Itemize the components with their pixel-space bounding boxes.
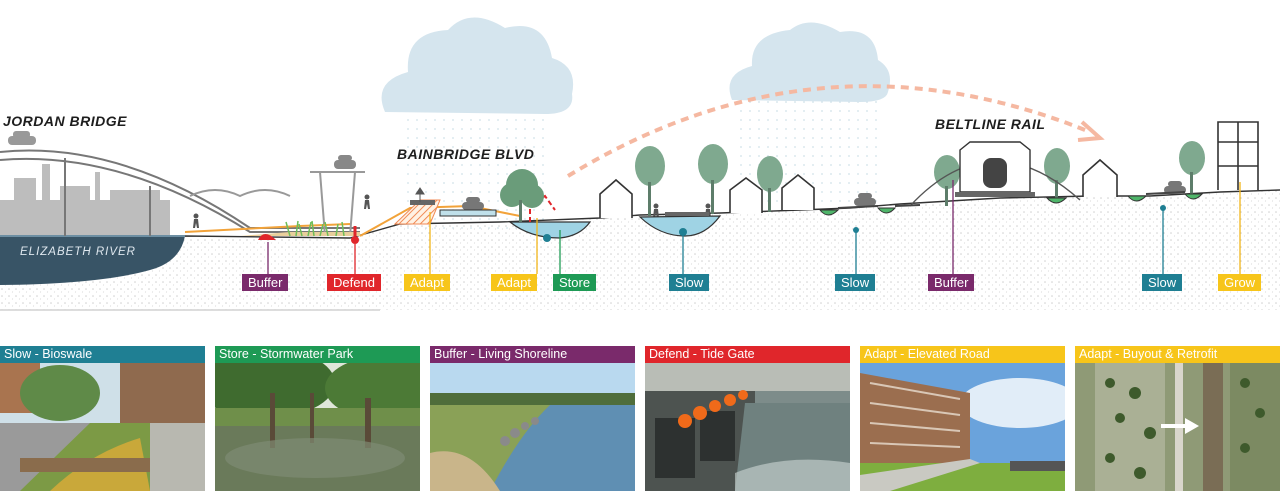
photo-tide-gate <box>645 363 850 491</box>
strategy-tag: Buffer <box>242 274 288 291</box>
photo-title: Store - Stormwater Park <box>215 346 420 363</box>
photo-card-stormwater-park: Store - Stormwater Park <box>215 346 420 491</box>
photo-card-living-shoreline: Buffer - Living Shoreline <box>430 346 635 491</box>
photo-title: Defend - Tide Gate <box>645 346 850 363</box>
photo-title: Adapt - Elevated Road <box>860 346 1065 363</box>
photo-title: Adapt - Buyout & Retrofit <box>1075 346 1280 363</box>
car-icon <box>8 131 36 145</box>
photo-elevated-road <box>860 363 1065 491</box>
strategy-tag: Adapt <box>491 274 537 291</box>
strategy-tag: Slow <box>669 274 709 291</box>
photo-card-tide-gate: Defend - Tide Gate <box>645 346 850 491</box>
label-bainbridge-blvd: BAINBRIDGE BLVD <box>397 146 534 162</box>
photo-buyout-retrofit <box>1075 363 1280 491</box>
strategy-tag: Defend <box>327 274 381 291</box>
strategy-tag: Adapt <box>404 274 450 291</box>
photo-bioswale <box>0 363 205 491</box>
photo-title: Slow - Bioswale <box>0 346 205 363</box>
photo-card-bioswale: Slow - Bioswale <box>0 346 205 491</box>
strategy-tag: Buffer <box>928 274 974 291</box>
photo-stormwater-park <box>215 363 420 491</box>
car-icon <box>334 155 356 169</box>
strategy-tag: Grow <box>1218 274 1261 291</box>
photo-strip: Slow - Bioswale Store - Stormwater Park <box>0 346 1280 491</box>
strategy-tag: Store <box>553 274 596 291</box>
label-beltline-rail: BELTLINE RAIL <box>935 116 1045 132</box>
ground-section <box>0 190 1280 310</box>
photo-card-buyout-retrofit: Adapt - Buyout & Retrofit <box>1075 346 1280 491</box>
label-elizabeth-river: ELIZABETH RIVER <box>20 246 136 258</box>
cloud-right <box>730 22 891 205</box>
strategy-tag: Slow <box>835 274 875 291</box>
strategy-tag: Slow <box>1142 274 1182 291</box>
photo-title: Buffer - Living Shoreline <box>430 346 635 363</box>
section-diagram <box>0 0 1280 320</box>
label-jordan-bridge: JORDAN BRIDGE <box>3 113 127 129</box>
photo-card-elevated-road: Adapt - Elevated Road <box>860 346 1065 491</box>
photo-living-shoreline <box>430 363 635 491</box>
ship-silhouette <box>0 164 170 238</box>
